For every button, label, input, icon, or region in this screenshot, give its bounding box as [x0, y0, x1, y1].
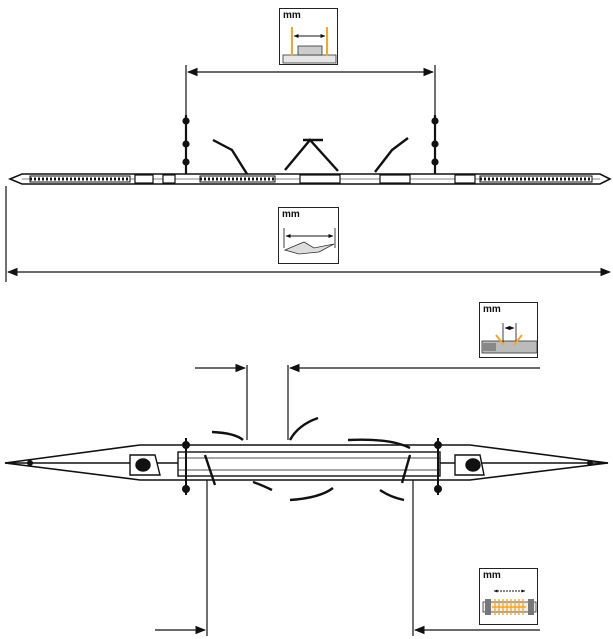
dimension-insert-length	[155, 480, 540, 636]
holder-post-left	[182, 115, 190, 174]
connector-housing	[177, 451, 441, 477]
overall-length-legend-icon: mm	[278, 207, 339, 264]
pantograph-holder-distance-icon	[282, 27, 337, 64]
connector-gap-legend-icon: mm	[479, 302, 538, 358]
bolt-markers	[182, 438, 442, 495]
holder-distance-legend-icon: mm	[279, 8, 338, 65]
spring-insert-length-icon	[482, 589, 537, 615]
wiper-overall-length-icon	[283, 228, 336, 255]
holder-post-right	[431, 115, 439, 174]
rubber-segment-right	[479, 175, 593, 183]
end-cap-right	[454, 454, 485, 476]
unit-label: mm	[282, 209, 300, 220]
bottom-blade-top-view	[4, 416, 609, 502]
spoiler-arms	[212, 137, 409, 175]
rubber-segment-left	[29, 175, 131, 183]
hook-arms	[203, 416, 412, 502]
end-cap-left	[129, 454, 161, 476]
dimension-holder-distance	[185, 65, 436, 115]
unit-label: mm	[283, 10, 301, 21]
dimension-connector-gap	[195, 363, 540, 440]
insert-length-legend-icon: mm	[479, 568, 538, 625]
connector-gap-icon	[481, 323, 538, 354]
top-blade-side-view	[7, 115, 612, 185]
dimension-overall-length	[5, 186, 612, 282]
rubber-segment-center	[199, 175, 276, 183]
unit-label: mm	[483, 304, 501, 315]
unit-label: mm	[483, 570, 501, 581]
